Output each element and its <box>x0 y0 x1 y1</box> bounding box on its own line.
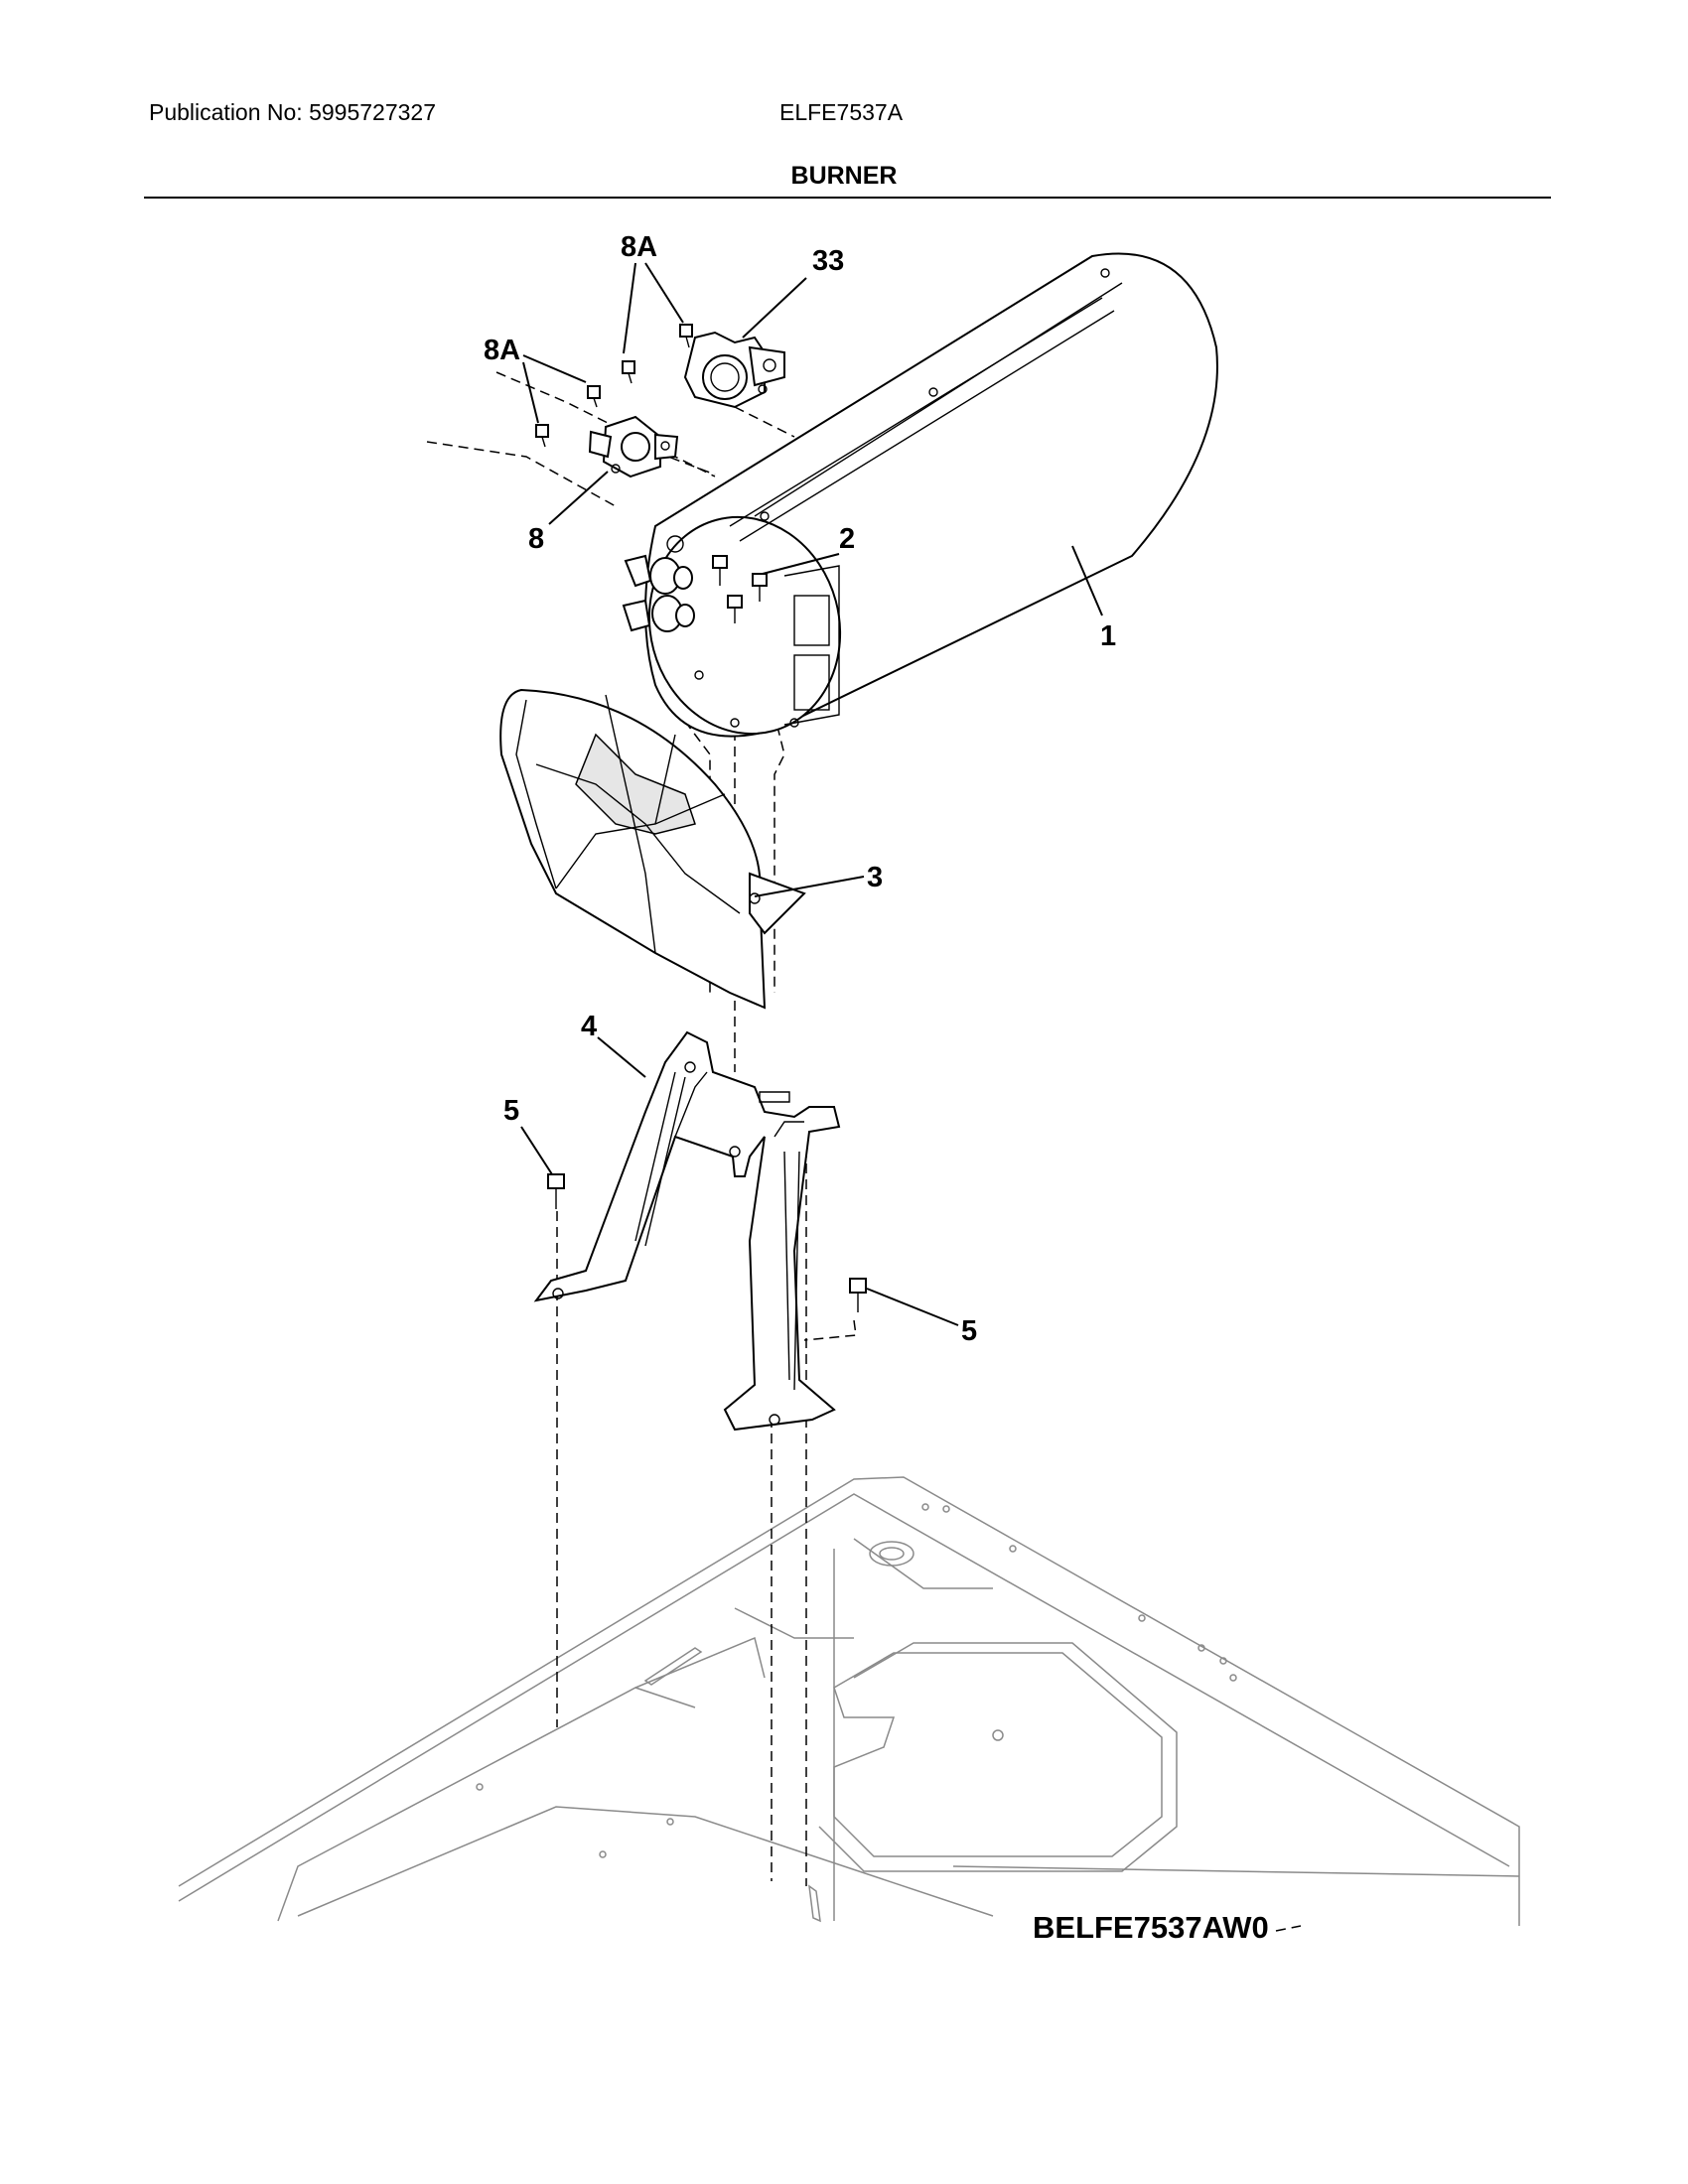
screw-5-left <box>547 1173 565 1209</box>
callout-5-right: 5 <box>961 1315 977 1347</box>
page-title: BURNER <box>790 162 898 190</box>
callout-8a-left: 8A <box>484 335 520 366</box>
heater-duct <box>622 252 1218 738</box>
screw-2c <box>727 595 743 623</box>
callout-3: 3 <box>867 862 883 893</box>
screw-5-right <box>849 1278 867 1312</box>
callout-labels: 8A 33 8A 8 2 1 3 4 5 5 <box>484 231 1116 1347</box>
callout-1: 1 <box>1100 620 1116 652</box>
screw-8a-top-2 <box>622 360 635 384</box>
callout-4: 4 <box>581 1011 597 1042</box>
screw-2a <box>712 555 728 586</box>
leader-lines <box>520 262 1103 1326</box>
callout-8a-top: 8A <box>621 231 657 263</box>
thermostat-33 <box>683 331 785 409</box>
burner-bracket <box>533 1030 841 1432</box>
model-number: ELFE7537A <box>779 99 904 125</box>
screw-8a-left-2 <box>535 424 549 448</box>
callout-2: 2 <box>839 523 855 555</box>
screw-8a-left-1 <box>587 385 601 408</box>
header-divider <box>144 197 1551 199</box>
publication-number: Publication No: 5995727327 <box>149 99 437 125</box>
screw-2b <box>752 573 768 602</box>
screw-8a-top-1 <box>679 324 693 348</box>
thermostat-8 <box>588 415 679 478</box>
callout-33: 33 <box>812 245 844 277</box>
heat-shield <box>499 688 806 1010</box>
code-dash <box>1275 1925 1302 1932</box>
cabinet-base <box>178 1476 1520 1926</box>
callout-5-left: 5 <box>503 1095 519 1127</box>
callout-8: 8 <box>528 523 544 555</box>
drawing-code: BELFE7537AW0 <box>1033 1910 1269 1945</box>
